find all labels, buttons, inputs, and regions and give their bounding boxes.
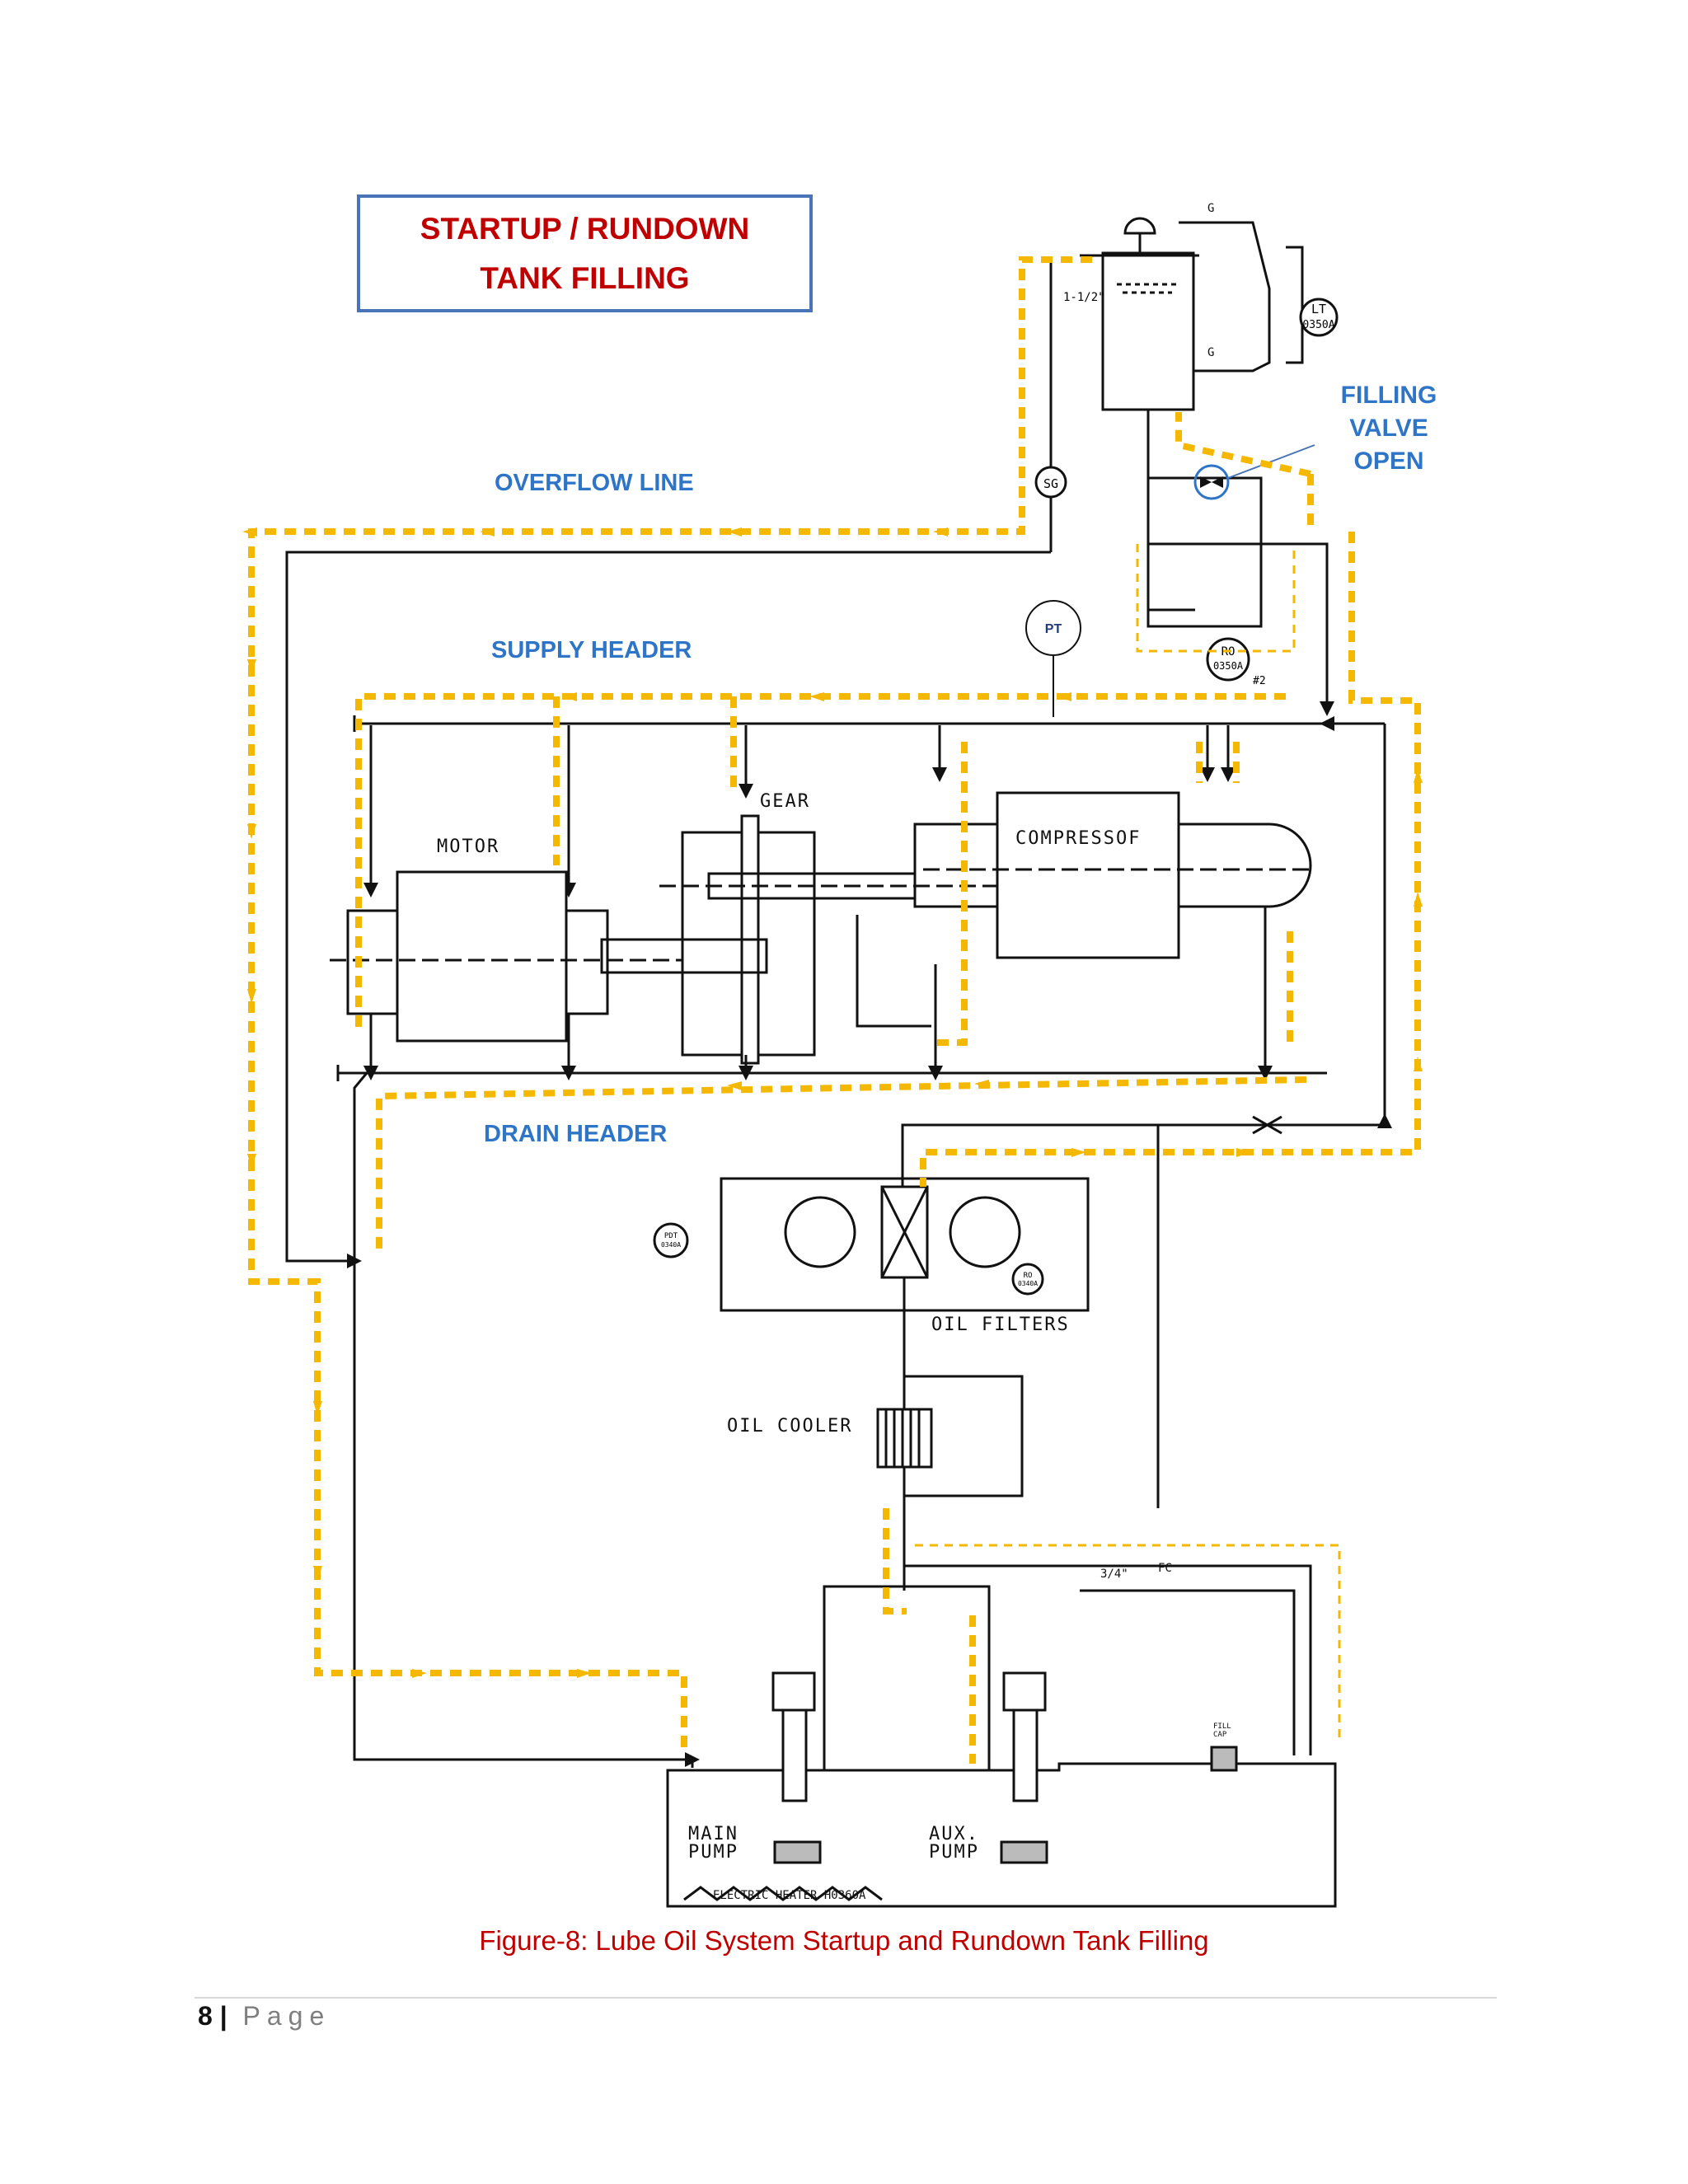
page-separator: |: [219, 2001, 227, 2031]
aux-pump-word-1: AUX.: [929, 1824, 979, 1844]
page-word: Page: [242, 2001, 331, 2031]
supply-header-label: SUPPLY HEADER: [491, 637, 692, 663]
oil-cooler-label: OIL COOLER: [727, 1416, 853, 1436]
aux-pump-label: AUX. PUMP: [929, 1825, 979, 1862]
oil-filter-assembly: [720, 1177, 1090, 1368]
pdt-0340a: [653, 1222, 689, 1258]
footer-rule: [195, 1997, 1497, 1999]
pt-label: PT: [1045, 622, 1062, 636]
gear-label: GEAR: [760, 791, 810, 812]
compressor-label: COMPRESSOF: [1015, 828, 1142, 849]
oil-flow-path: [248, 256, 1421, 1764]
supply-header-pipe: [353, 715, 1386, 1125]
reservoir: [666, 1671, 1337, 1908]
valve-word: VALVE: [1349, 415, 1428, 442]
main-pump-word-2: PUMP: [688, 1842, 738, 1863]
heater-label: ELECTRIC HEATER H0360A: [713, 1889, 866, 1902]
bypass-check-line: [901, 1113, 1392, 1508]
ro-filter-label-1: RO: [1024, 1272, 1033, 1280]
ro-0340a: [1011, 1263, 1044, 1296]
g-label-2: G: [1207, 346, 1215, 359]
fill-cap-word-1: FILL: [1213, 1722, 1231, 1731]
drain-header-pipe: [336, 907, 1327, 1768]
ro-top-suffix: #2: [1253, 675, 1266, 687]
gearbox: [600, 814, 1001, 1065]
ro-filter-label-2: 0340A: [1018, 1280, 1038, 1287]
filling-word: FILLING: [1340, 382, 1437, 409]
overflow-line-label: OVERFLOW LINE: [495, 470, 694, 496]
motor: [330, 870, 684, 1043]
diagram-title-box: STARTUP / RUNDOWN TANK FILLING: [357, 194, 813, 312]
lt-label-2: 0350A: [1302, 319, 1334, 331]
title-line-1: STARTUP / RUNDOWN: [420, 211, 750, 246]
sg-label: SG: [1043, 476, 1058, 491]
lt-label-1: LT: [1311, 302, 1326, 316]
tank-inlet-piping: [1049, 262, 1334, 716]
pump-discharge-piping: [823, 1564, 1312, 1780]
compressor: [913, 791, 1312, 959]
oil-flow-path-thin: [915, 544, 1341, 1739]
ro-top-label-2: 0350A: [1213, 660, 1244, 672]
oil-cooler: [876, 1368, 1024, 1591]
aux-pump-word-2: PUMP: [929, 1842, 979, 1863]
fill-cap-word-2: CAP: [1213, 1731, 1227, 1739]
main-pump-word-1: MAIN: [688, 1824, 738, 1844]
flow-arrowheads: [242, 527, 1423, 1678]
pdt-label-2: 0340A: [661, 1241, 681, 1249]
filling-valve-label: FILLING VALVE OPEN: [1319, 379, 1459, 478]
fc-label: FC: [1158, 1562, 1172, 1575]
pipe-size-top: 1-1/2": [1063, 291, 1105, 304]
ro-0350a: [1206, 637, 1250, 682]
title-line-2: TANK FILLING: [480, 260, 690, 295]
main-pump-label: MAIN PUMP: [688, 1825, 738, 1862]
open-word: OPEN: [1353, 448, 1424, 475]
overflow-return-pipe: [285, 551, 1051, 1268]
sight-glass: [1034, 466, 1067, 499]
motor-label: MOTOR: [437, 837, 500, 857]
pdt-label-1: PDT: [664, 1232, 678, 1240]
rundown-tank: [1080, 217, 1339, 411]
page-number: 8: [198, 2001, 213, 2031]
pipe-size-bottom: 3/4": [1100, 1568, 1128, 1581]
fill-cap-label: FILL CAP: [1213, 1722, 1231, 1739]
oil-filters-label: OIL FILTERS: [931, 1315, 1070, 1335]
figure-caption: Figure-8: Lube Oil System Startup and Ru…: [479, 1925, 1209, 1956]
page-footer: 8 | Page: [198, 2001, 331, 2032]
filling-valve-icon: [1200, 476, 1223, 488]
filling-valve-highlight: [1193, 464, 1230, 500]
drain-header-label: DRAIN HEADER: [484, 1121, 668, 1147]
g-label-1: G: [1207, 202, 1215, 215]
